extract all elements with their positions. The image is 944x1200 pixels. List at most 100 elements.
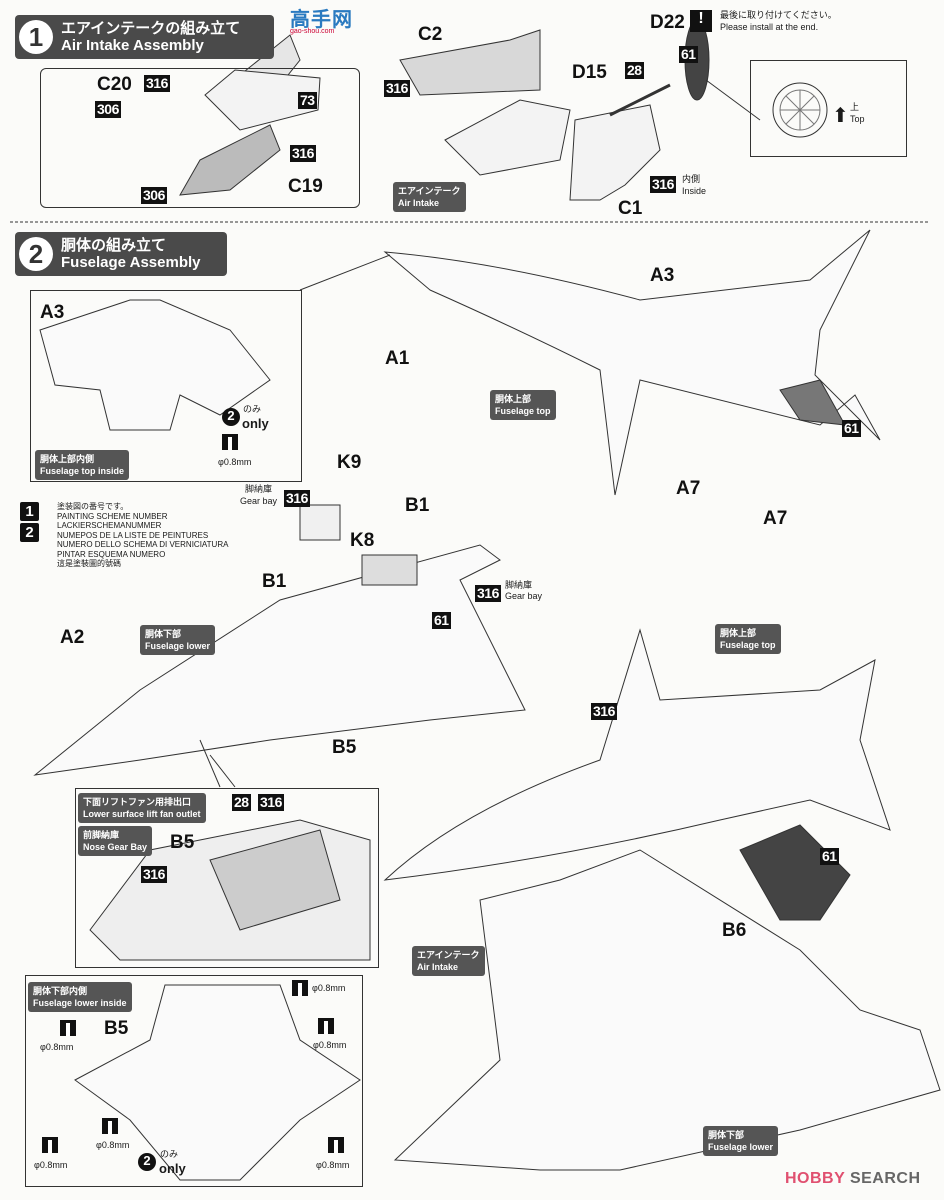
paint-code: 73 [298,92,317,109]
scheme-1-icon: 1 [20,502,39,521]
part-label-D22: D22 [650,12,685,33]
paint-code: 28 [625,62,644,79]
only-en: only [159,1161,186,1176]
step1-title-jp: エアインテークの組み立て [61,20,241,37]
paint-code: 316 [284,490,310,507]
paint-code: 316 [591,703,617,720]
caution-icon: ! [690,10,712,32]
part-label-A7: A7 [676,478,701,499]
only-jp: のみ [160,1149,179,1159]
only-jp: のみ [243,404,262,414]
part-label-A1: A1 [385,348,410,369]
part-label-D15: D15 [572,62,607,83]
wheel-top-inset [750,60,907,157]
scheme-2-badge: 2 [138,1153,156,1171]
drill-size: φ0.8mm [313,1040,347,1050]
drill-icon [102,1118,118,1134]
scheme-2-badge: 2 [222,408,240,426]
paint-code: 61 [679,46,698,63]
part-label-C1: C1 [618,198,643,219]
part-label-B5: B5 [332,737,357,758]
part-label-K8: K8 [350,530,375,551]
step2-number: 2 [19,237,53,271]
gear-bay-jp: 脚納庫 [505,580,533,590]
paint-code: 28 [232,794,251,811]
inside-label-jp: 内側 [682,174,701,184]
scheme-number-legend-icons: 1 2 [20,502,39,544]
paint-code: 316 [290,145,316,162]
part-label-A3: A3 [40,302,65,323]
part-label-B6: B6 [722,920,747,941]
step1-title-en: Air Intake Assembly [61,37,204,54]
part-label-K9: K9 [337,452,362,473]
top-label-jp: 上 [850,102,860,112]
step2-header: 2 胴体の組み立て Fuselage Assembly [15,232,227,276]
only-en: only [242,416,269,431]
watermark-url: gao-shou.com [290,28,335,35]
paint-code: 306 [141,187,167,204]
part-label-C2: C2 [418,24,443,45]
paint-code: 61 [842,420,861,437]
paint-code: 316 [141,866,167,883]
step2-title-en: Fuselage Assembly [61,254,201,271]
drill-icon [318,1018,334,1034]
paint-code: 316 [144,75,170,92]
drill-icon [292,980,308,996]
gear-bay-en: Gear bay [505,591,543,601]
part-label-A3: A3 [650,265,675,286]
install-note-en: Please install at the end. [720,22,819,32]
hobbysearch-watermark: HOBBY SEARCH [785,1170,921,1187]
part-label-C20: C20 [97,74,132,95]
inside-label-en: Inside [682,186,707,196]
install-note-jp: 最後に取り付けてください。 [720,10,837,20]
drill-size: φ0.8mm [316,1160,350,1170]
step1-detail-inset [40,68,360,208]
fuselage-top-inside-inset [30,290,302,482]
drill-size: φ0.8mm [40,1042,74,1052]
drill-size: φ0.8mm [34,1160,68,1170]
top-label-en: Top [850,114,865,124]
part-label-A7: A7 [763,508,788,529]
drill-size: φ0.8mm [96,1140,130,1150]
step2-title-jp: 胴体の組み立て [61,237,167,254]
fuselage-lower-inside-inset [25,975,363,1187]
paint-code: 61 [820,848,839,865]
paint-code: 316 [650,176,676,193]
drill-icon [328,1137,344,1153]
watermark-logo-gaoshou: 高手网 [290,9,353,31]
paint-code: 306 [95,101,121,118]
part-label-B5: B5 [170,832,195,853]
part-label-C19: C19 [288,176,323,197]
drill-icon [42,1137,58,1153]
paint-code: 61 [432,612,451,629]
part-label-B1: B1 [262,571,287,592]
step1-number: 1 [19,20,53,54]
paint-code: 316 [384,80,410,97]
part-label-A2: A2 [60,627,85,648]
drill-icon [60,1020,76,1036]
paint-code: 316 [475,585,501,602]
gear-bay-en: Gear bay [240,496,278,506]
nose-gear-bay-inset [75,788,379,968]
arrow-up-icon: ⬆ [832,105,849,127]
paint-code: 316 [258,794,284,811]
gear-bay-jp: 脚納庫 [245,484,273,494]
drill-icon [222,434,238,450]
part-label-B5: B5 [104,1018,129,1039]
scheme-2-icon: 2 [20,523,39,542]
step1-header: 1 エアインテークの組み立て Air Intake Assembly [15,15,274,59]
fan-face-icon [772,82,828,138]
part-label-B1: B1 [405,495,430,516]
